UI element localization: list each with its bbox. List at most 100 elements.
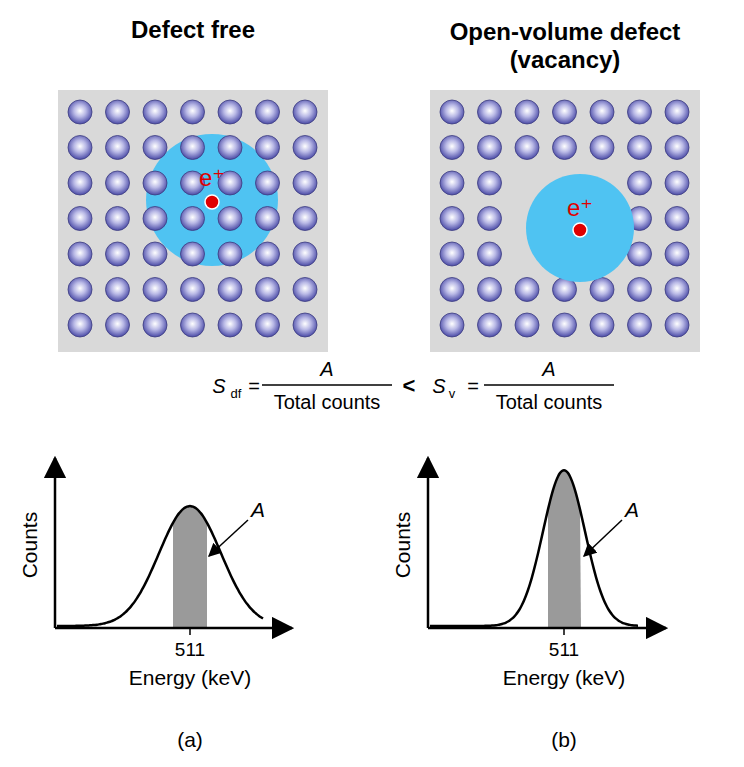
atom xyxy=(590,100,614,124)
atom xyxy=(628,171,652,195)
atom xyxy=(665,207,689,231)
atom xyxy=(256,278,280,302)
atom xyxy=(143,278,167,302)
atom xyxy=(181,100,205,124)
tick-label: 511 xyxy=(175,639,205,661)
atom xyxy=(256,171,280,195)
atom xyxy=(478,100,502,124)
atom xyxy=(553,313,577,337)
atom xyxy=(218,100,242,124)
panel-label: (b) xyxy=(551,728,577,752)
atom xyxy=(293,100,317,124)
atom xyxy=(293,207,317,231)
area-label: A xyxy=(251,498,265,522)
atom xyxy=(181,313,205,337)
atom xyxy=(440,313,464,337)
atom xyxy=(478,278,502,302)
atom xyxy=(218,207,242,231)
formula-symbol: S xyxy=(212,375,225,398)
annihilation-peak xyxy=(430,470,638,626)
leader-arrow xyxy=(209,520,248,556)
integration-window xyxy=(173,506,207,628)
atom xyxy=(628,278,652,302)
atom xyxy=(628,313,652,337)
lattice-background xyxy=(58,90,328,352)
atom xyxy=(665,242,689,266)
atom xyxy=(106,313,130,337)
atom xyxy=(478,313,502,337)
axis-label: Energy (keV) xyxy=(129,666,252,690)
atom xyxy=(143,100,167,124)
atom xyxy=(665,136,689,160)
atom xyxy=(68,313,92,337)
formula-operator: < xyxy=(403,373,416,398)
atom xyxy=(515,100,539,124)
panel-title: Open-volume defect (vacancy) xyxy=(440,18,690,73)
atom-lattice xyxy=(440,100,689,337)
atom xyxy=(590,278,614,302)
atom xyxy=(106,171,130,195)
atom xyxy=(293,242,317,266)
atom xyxy=(293,278,317,302)
atom xyxy=(440,171,464,195)
formula-subscript: df xyxy=(231,387,242,402)
atom xyxy=(68,136,92,160)
atom xyxy=(143,171,167,195)
tick-label: 511 xyxy=(549,639,579,661)
atom xyxy=(68,100,92,124)
formula-numerator: A xyxy=(320,358,333,381)
positron-symbol: e⁺ xyxy=(567,194,593,222)
atom xyxy=(68,242,92,266)
atom xyxy=(478,136,502,160)
atom xyxy=(181,242,205,266)
formula-denominator: Total counts xyxy=(496,391,603,414)
atom xyxy=(515,313,539,337)
atom xyxy=(440,100,464,124)
atom xyxy=(440,136,464,160)
positron-wavefunction xyxy=(526,174,634,282)
panel-title: Defect free xyxy=(131,16,255,44)
atom xyxy=(440,242,464,266)
atom xyxy=(665,171,689,195)
atom xyxy=(515,136,539,160)
annihilation-peak xyxy=(57,506,263,626)
atom xyxy=(628,100,652,124)
tick xyxy=(189,628,191,635)
formula-operator: = xyxy=(248,375,260,398)
atom xyxy=(143,207,167,231)
fraction-bar xyxy=(262,384,392,386)
atom xyxy=(106,100,130,124)
atom xyxy=(218,313,242,337)
atom xyxy=(256,242,280,266)
atom xyxy=(218,278,242,302)
atom xyxy=(143,242,167,266)
atom xyxy=(478,171,502,195)
atom xyxy=(665,100,689,124)
formula-subscript: v xyxy=(449,387,456,402)
atom xyxy=(590,136,614,160)
atom xyxy=(106,278,130,302)
tick xyxy=(563,628,565,635)
atom xyxy=(293,171,317,195)
atom xyxy=(106,207,130,231)
x-axis xyxy=(428,627,666,630)
formula-symbol: S xyxy=(432,375,445,398)
atom xyxy=(68,278,92,302)
atom xyxy=(293,313,317,337)
formula-operator: = xyxy=(467,375,479,398)
atom xyxy=(293,136,317,160)
axis-label: Counts xyxy=(391,512,415,579)
atom xyxy=(256,207,280,231)
atom xyxy=(256,136,280,160)
panel-label: (a) xyxy=(177,728,203,752)
axis-label: Counts xyxy=(18,512,42,579)
atom xyxy=(665,313,689,337)
leader-arrow xyxy=(584,520,622,556)
atom xyxy=(218,136,242,160)
atom xyxy=(181,207,205,231)
atom xyxy=(553,136,577,160)
atom xyxy=(628,136,652,160)
y-axis xyxy=(427,458,430,628)
atom xyxy=(68,207,92,231)
